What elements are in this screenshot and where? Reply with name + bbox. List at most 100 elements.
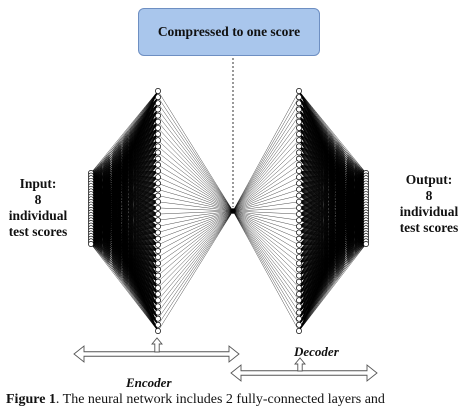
- encoder-hidden-node: [155, 161, 161, 168]
- encoder-hidden-node: [155, 131, 161, 138]
- encoder-hidden-node: [155, 278, 161, 285]
- encoder-hidden-node: [155, 143, 161, 150]
- output-node: [363, 241, 369, 247]
- output-label: Output: 8 individual test scores: [384, 172, 474, 236]
- encoder-hidden-node: [155, 168, 161, 174]
- decoder-hidden-node: [296, 112, 302, 119]
- encoder-hidden-node: [155, 272, 161, 279]
- decoder-hidden-node: [296, 94, 302, 101]
- output-label-line: Output:: [405, 172, 453, 187]
- decoder-hidden-node: [296, 186, 302, 193]
- decoder-span-arrow: [230, 364, 378, 382]
- decoder-hidden-node: [296, 161, 302, 168]
- encoder-hidden-node: [155, 266, 161, 273]
- compressed-score-text: Compressed to one score: [157, 24, 301, 39]
- decoder-hidden-node: [296, 100, 302, 107]
- input-label-line: individual: [8, 208, 68, 223]
- encoder-hidden-node: [155, 328, 161, 334]
- encoder-hidden-node: [155, 284, 161, 291]
- encoder-hidden-node: [155, 248, 161, 254]
- encoder-hidden-node: [155, 118, 161, 125]
- encoder-pointer-arrow: [151, 337, 163, 353]
- encoder-hidden-node: [155, 174, 161, 181]
- decoder-hidden-node: [296, 137, 302, 144]
- decoder-hidden-node: [296, 155, 302, 162]
- caption-figure-number: Figure 1: [6, 392, 56, 407]
- decoder-hidden-node: [296, 143, 302, 150]
- encoder-hidden-node: [155, 254, 161, 261]
- decoder-hidden-node: [296, 192, 302, 199]
- encoder-hidden-node: [155, 124, 161, 131]
- encoder-hidden-node: [155, 321, 161, 328]
- decoder-hidden-node: [296, 149, 302, 156]
- bottleneck-node: [230, 208, 236, 214]
- decoder-hidden-node: [296, 88, 302, 94]
- encoder-hidden-node: [155, 260, 161, 267]
- input-label: Input: 8 individual test scores: [0, 176, 76, 240]
- figure-caption: Figure 1. The neural network includes 2 …: [6, 392, 474, 408]
- decoder-hidden-node: [296, 180, 302, 187]
- encoder-hidden-node: [155, 291, 161, 298]
- encoder-hidden-node: [155, 223, 161, 230]
- output-label-line: test scores: [399, 220, 459, 235]
- decoder-hidden-node: [296, 174, 302, 181]
- encoder-hidden-node: [155, 149, 161, 156]
- decoder-pointer-arrow: [294, 357, 306, 372]
- decoder-hidden-node: [296, 315, 302, 322]
- decoder-hidden-node: [296, 328, 302, 334]
- decoder-label: Decoder: [294, 344, 339, 359]
- decoder-hidden-node: [296, 321, 302, 328]
- connection-lines: [90, 90, 367, 332]
- encoder-hidden-node: [155, 303, 161, 310]
- decoder-hidden-node: [296, 291, 302, 298]
- encoder-hidden-node: [155, 155, 161, 162]
- decoder-hidden-node: [296, 168, 302, 174]
- decoder-hidden-node: [296, 124, 302, 131]
- decoder-hidden-node: [296, 241, 302, 248]
- decoder-hidden-node: [296, 309, 302, 316]
- encoder-hidden-node: [155, 106, 161, 113]
- decoder-hidden-node: [296, 297, 302, 304]
- encoder-hidden-node: [155, 186, 161, 193]
- encoder-hidden-node: [155, 94, 161, 101]
- decoder-hidden-node: [296, 118, 302, 125]
- encoder-hidden-node: [155, 112, 161, 119]
- encoder-hidden-node: [155, 309, 161, 316]
- input-label-line: 8: [34, 192, 42, 207]
- input-label-line: Input:: [19, 176, 57, 191]
- encoder-hidden-node: [155, 211, 161, 218]
- decoder-hidden-node: [296, 204, 302, 211]
- decoder-hidden-node: [296, 229, 302, 236]
- encoder-hidden-node: [155, 100, 161, 107]
- input-label-line: test scores: [8, 224, 68, 239]
- encoder-hidden-node: [155, 241, 161, 248]
- network-diagram: [73, 58, 378, 382]
- encoder-hidden-node: [155, 88, 161, 94]
- decoder-hidden-node: [296, 131, 302, 138]
- decoder-hidden-node: [296, 278, 302, 285]
- decoder-hidden-node: [296, 198, 302, 205]
- decoder-hidden-node: [296, 106, 302, 113]
- encoder-hidden-node: [155, 198, 161, 205]
- encoder-hidden-node: [155, 229, 161, 236]
- output-label-line: individual: [399, 204, 459, 219]
- decoder-hidden-node: [296, 266, 302, 273]
- encoder-span-arrow: [73, 345, 240, 363]
- encoder-hidden-node: [155, 180, 161, 187]
- decoder-hidden-node: [296, 235, 302, 242]
- encoder-hidden-node: [155, 297, 161, 304]
- decoder-hidden-node: [296, 223, 302, 230]
- encoder-hidden-node: [155, 235, 161, 242]
- decoder-hidden-node: [296, 272, 302, 279]
- encoder-hidden-node: [155, 192, 161, 199]
- encoder-hidden-node: [155, 315, 161, 322]
- caption-text: . The neural network includes 2 fully-co…: [55, 392, 385, 407]
- decoder-hidden-node: [296, 248, 302, 254]
- encoder-hidden-node: [155, 217, 161, 224]
- output-label-line: 8: [425, 188, 433, 203]
- encoder-hidden-node: [155, 137, 161, 144]
- compressed-score-box: Compressed to one score: [138, 8, 320, 56]
- encoder-hidden-node: [155, 204, 161, 211]
- decoder-hidden-node: [296, 303, 302, 310]
